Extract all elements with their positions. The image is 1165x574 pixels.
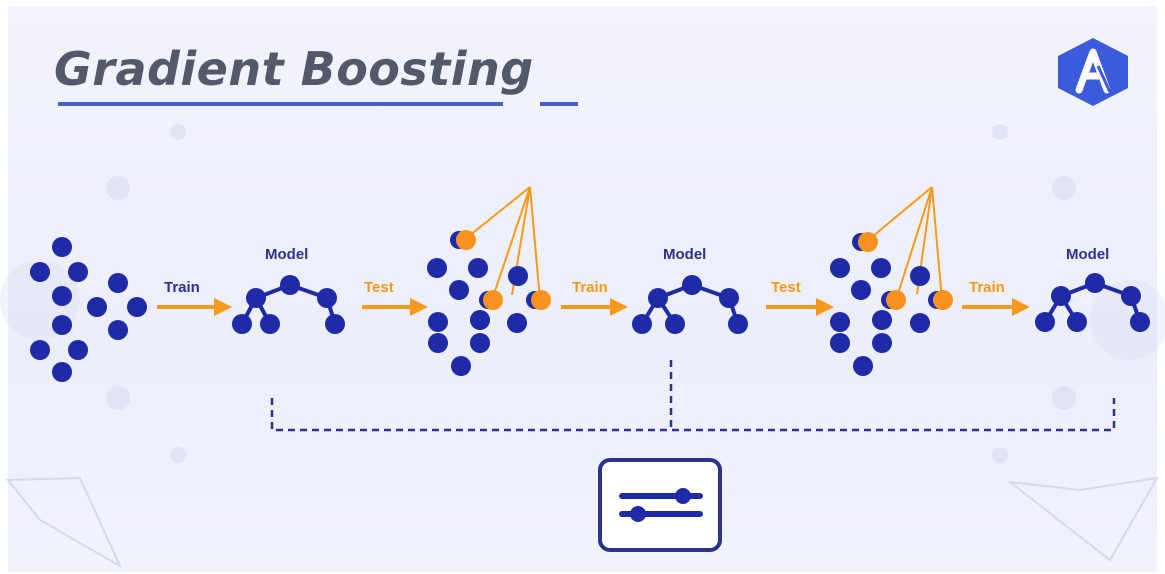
test-label-2: Test xyxy=(771,279,801,296)
background-lines xyxy=(5,476,1159,569)
model-tree-3: Model xyxy=(1035,246,1150,332)
sliders-icon xyxy=(598,458,722,552)
train-label-1: Train xyxy=(164,279,200,296)
train-arrow-1: Train xyxy=(157,279,232,316)
title-underline xyxy=(58,102,503,106)
model-label-1: Model xyxy=(265,246,308,263)
training-data-points xyxy=(30,237,147,382)
highlighted-errors-2 xyxy=(858,232,953,310)
page-title: Gradient Boosting xyxy=(54,42,534,96)
diagram-canvas: Gradient Boosting xyxy=(8,6,1157,572)
train-arrow-2: Train xyxy=(561,279,628,316)
train-arrow-3: Train xyxy=(962,279,1030,316)
highlighted-errors-1 xyxy=(456,230,551,310)
model-label-3: Model xyxy=(1066,246,1109,263)
ensemble-connector xyxy=(270,360,1116,432)
test-arrow-2: Test xyxy=(766,279,834,316)
test-data-points-2 xyxy=(830,186,953,376)
model-tree-1: Model xyxy=(232,246,345,334)
model-label-2: Model xyxy=(663,246,706,263)
train-label-3: Train xyxy=(969,279,1005,296)
model-tree-2: Model xyxy=(632,246,748,334)
test-data-points-1 xyxy=(427,186,551,376)
title-cursor xyxy=(540,102,578,106)
train-label-2: Train xyxy=(572,279,608,296)
brand-logo-icon xyxy=(1058,38,1128,106)
test-arrow-1: Test xyxy=(362,279,428,316)
test-label-1: Test xyxy=(364,279,394,296)
